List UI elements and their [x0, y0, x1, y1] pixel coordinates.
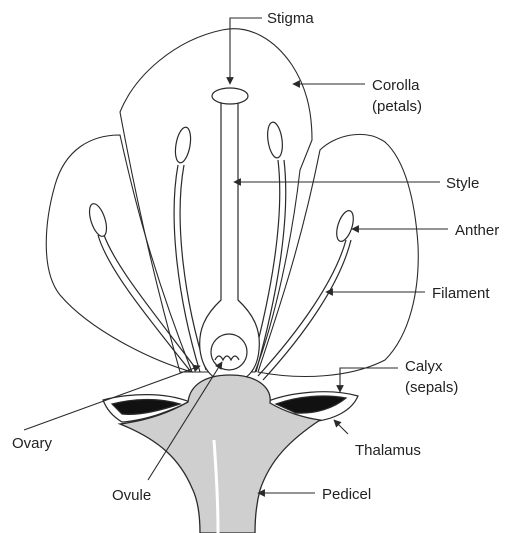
label-anther: Anther: [455, 222, 499, 239]
label-stigma: Stigma: [267, 10, 314, 27]
label-filament: Filament: [432, 285, 490, 302]
petal-right: [258, 134, 418, 376]
anther-3: [266, 121, 285, 159]
label-style: Style: [446, 175, 479, 192]
label-ovary: Ovary: [12, 435, 53, 452]
filament-1: [98, 235, 191, 372]
anther-2: [173, 126, 193, 164]
ovary-chamber: [211, 334, 247, 370]
label-thalamus: Thalamus: [355, 442, 421, 459]
stigma-knob: [212, 88, 248, 104]
leader-thalamus: [334, 420, 348, 434]
leader-stigma: [230, 18, 262, 84]
label-calyx-sub: (sepals): [405, 379, 458, 396]
filament-2: [174, 165, 200, 372]
label-ovule: Ovule: [112, 487, 151, 504]
anther-4: [333, 209, 356, 244]
pistil: [200, 88, 260, 382]
label-corolla-sub: (petals): [372, 98, 422, 115]
label-calyx: Calyx: [405, 358, 443, 375]
filament-4-inner: [263, 240, 351, 380]
anther-1: [86, 202, 110, 239]
leader-calyx: [340, 368, 398, 392]
filament-3-inner: [256, 160, 286, 372]
label-corolla: Corolla: [372, 77, 420, 94]
label-pedicel: Pedicel: [322, 486, 371, 503]
